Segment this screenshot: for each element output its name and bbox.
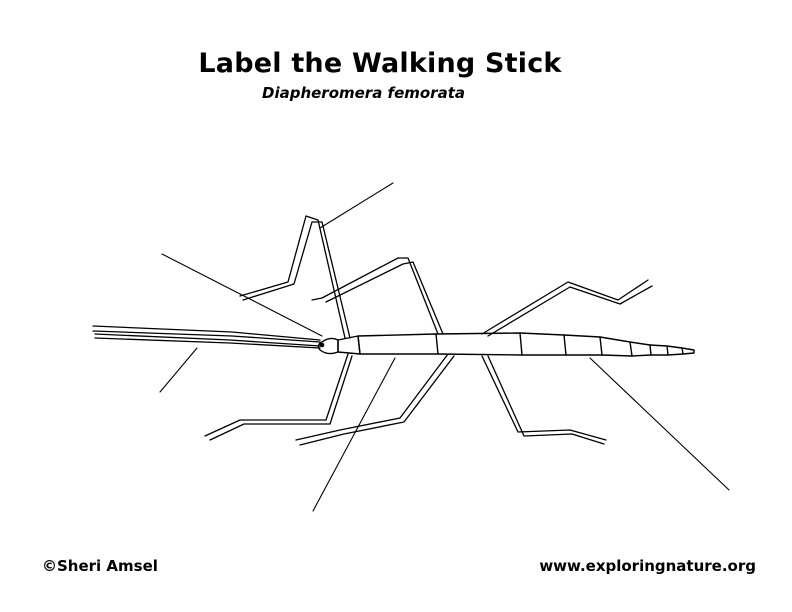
hind-leg-lower: [481, 355, 607, 441]
head: [317, 337, 339, 355]
label-line-thorax: [312, 357, 396, 512]
antennae: [92, 325, 321, 349]
label-line-head: [161, 253, 323, 337]
page-title: Label the Walking Stick: [198, 48, 562, 79]
copyright-notice: ©Sheri Amsel: [42, 557, 158, 575]
legs: [204, 215, 653, 446]
label-line-abdomen: [589, 357, 730, 491]
body-segments: [337, 332, 695, 357]
middle-leg-lower: [295, 353, 449, 441]
website-link[interactable]: www.exploringnature.org: [539, 557, 756, 575]
hind-leg-upper: [481, 279, 649, 335]
label-line-antenna: [159, 347, 198, 393]
label-line-leg: [319, 182, 394, 229]
front-leg-lower: [204, 353, 349, 437]
species-name: Diapheromera femorata: [262, 84, 465, 102]
front-leg-upper: [239, 215, 346, 339]
label-lines: [159, 182, 730, 512]
middle-leg-upper: [311, 257, 439, 335]
